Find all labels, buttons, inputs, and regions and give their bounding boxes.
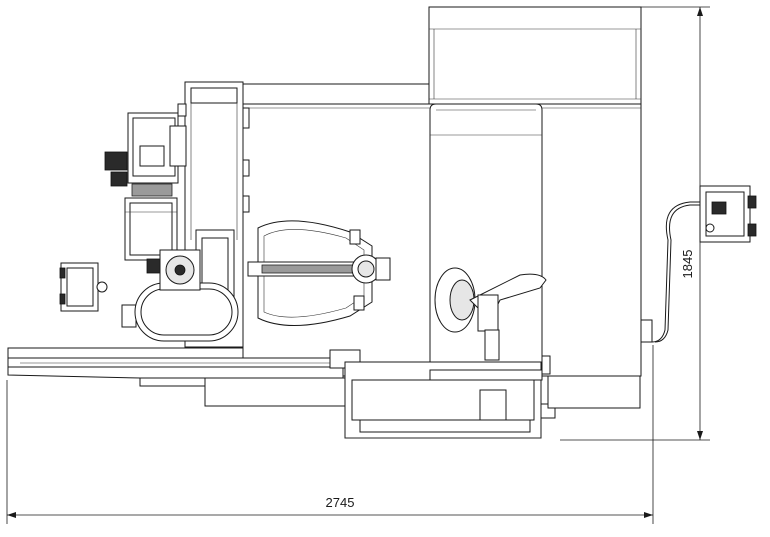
control-cable xyxy=(651,201,700,343)
remote-control-box xyxy=(699,185,757,243)
top-control-box xyxy=(242,6,642,105)
width-dimension: 2745 xyxy=(6,345,654,524)
height-dimension: 1845 xyxy=(560,6,710,441)
height-dimension-label: 1845 xyxy=(680,250,695,279)
bead-breaker-tool xyxy=(434,267,547,361)
belt-drive-housing xyxy=(134,249,239,342)
hydraulic-power-unit xyxy=(104,112,187,274)
left-electrical-box xyxy=(59,262,137,328)
base-slide-rail xyxy=(7,347,361,407)
wheel-clamp-assembly xyxy=(247,220,391,326)
lower-tool-carriage xyxy=(344,355,641,439)
width-dimension-label: 2745 xyxy=(326,495,355,510)
